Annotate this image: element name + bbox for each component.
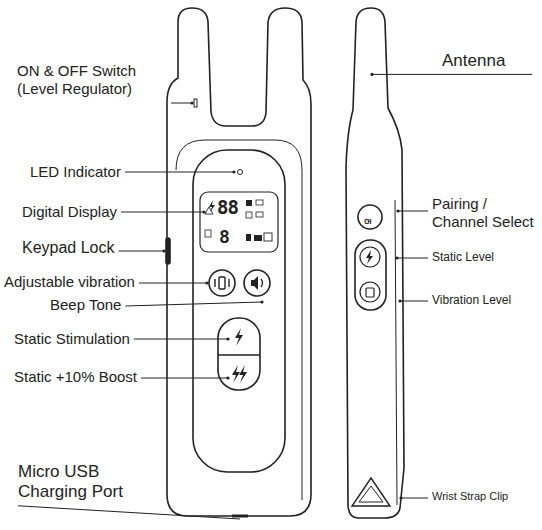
leader-line: [171, 103, 192, 104]
usb-port: [232, 515, 248, 518]
remote-front-body: [167, 8, 311, 516]
leader-dot: [396, 209, 399, 212]
leader-line: [397, 258, 428, 259]
leader-line: [139, 283, 207, 284]
leader-dot: [226, 376, 229, 379]
vibration-button: [209, 270, 235, 296]
leader-line: [18, 506, 240, 519]
display-digits: 88: [217, 196, 238, 219]
leader-dot: [205, 281, 208, 284]
part-label: Adjustable vibration: [4, 273, 135, 291]
leader-line: [400, 301, 428, 302]
leader-line: [125, 302, 262, 306]
keypad-lock-button: [166, 238, 170, 264]
remote-side-body: [346, 8, 404, 518]
leader-dot: [226, 337, 229, 340]
static-button: [218, 318, 260, 390]
level-buttons: [355, 240, 386, 310]
part-label: Keypad Lock: [22, 238, 115, 257]
beep-button: [244, 270, 270, 296]
boost-icon: [232, 365, 247, 383]
part-label: Micro USB Charging Port: [18, 462, 158, 503]
leader-dot: [395, 256, 398, 259]
leader-dot: [370, 73, 373, 76]
face-panel: [193, 150, 285, 472]
part-label: Pairing / Channel Select: [432, 195, 542, 231]
part-label: ON & OFF Switch (Level Regulator): [17, 62, 167, 98]
leader-line: [141, 378, 228, 379]
leader-dot: [232, 170, 235, 173]
part-label: Beep Tone: [50, 296, 121, 314]
leader-line: [398, 211, 428, 212]
button-text: CH: [364, 218, 370, 226]
part-label: Wrist Strap Clip: [432, 490, 508, 503]
part-label: Static Stimulation: [14, 330, 130, 348]
leader-line: [401, 498, 428, 499]
wrist-strap-clip: [352, 478, 390, 506]
part-label: Vibration Level: [432, 293, 511, 307]
leader-dot: [202, 210, 205, 213]
leader-dot: [162, 249, 165, 252]
leader-dot: [398, 299, 401, 302]
part-label: Static +10% Boost: [14, 368, 137, 386]
part-label: Antenna: [442, 51, 505, 71]
leader-line: [134, 339, 228, 340]
part-label: LED Indicator: [30, 163, 121, 181]
switch: [194, 99, 197, 107]
channel-button: [358, 205, 382, 229]
front-bezel: [176, 140, 302, 500]
leader-line: [125, 172, 234, 173]
display-digits: 8: [219, 226, 229, 248]
leader-line: [372, 74, 532, 75]
leader-line: [119, 251, 164, 252]
leader-dot: [190, 101, 193, 104]
part-label: Static Level: [432, 250, 494, 264]
display-frame: [200, 192, 278, 252]
leader-dot: [260, 300, 263, 303]
leader-dot: [399, 496, 402, 499]
led-indicator: [238, 170, 243, 175]
part-label: Digital Display: [22, 203, 117, 221]
static-icon: [235, 328, 243, 346]
leader-line: [121, 212, 204, 213]
